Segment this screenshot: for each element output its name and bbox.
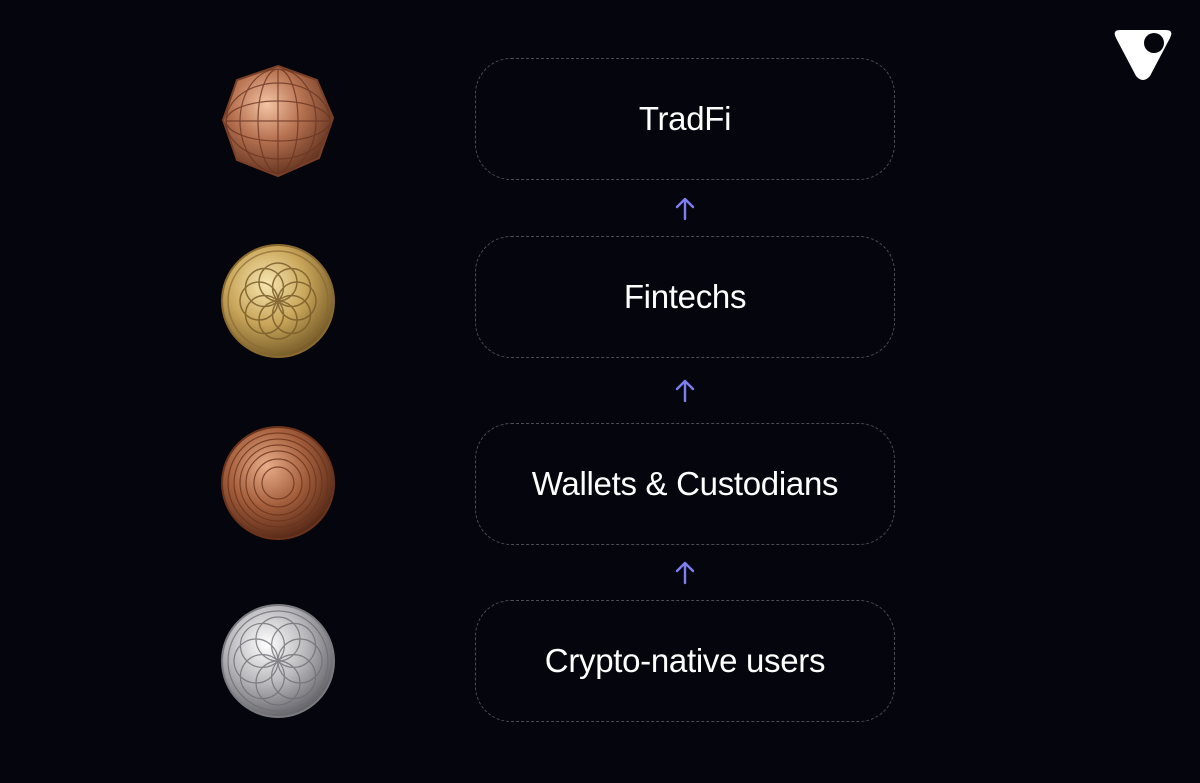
tier-label: Fintechs	[623, 278, 747, 315]
tier-label: Wallets & Custodians	[531, 465, 839, 502]
silver-rosette-coin-icon	[221, 604, 335, 718]
tier-box-wallets-custodians: Wallets & Custodians	[475, 423, 895, 545]
tier-box-tradfi: TradFi	[475, 58, 895, 180]
tier-label: TradFi	[638, 100, 732, 137]
tier-label: Crypto-native users	[544, 642, 826, 679]
arrow-up-icon	[675, 197, 695, 221]
arrow-up-icon	[675, 379, 695, 403]
tier-box-fintechs: Fintechs	[475, 236, 895, 358]
copper-rings-coin-icon	[221, 426, 335, 540]
brand-logo-icon	[1114, 30, 1172, 80]
gold-flower-coin-icon	[221, 244, 335, 358]
bronze-octagon-coin-icon	[221, 64, 335, 178]
tier-box-crypto-native-users: Crypto-native users	[475, 600, 895, 722]
arrow-up-icon	[675, 561, 695, 585]
